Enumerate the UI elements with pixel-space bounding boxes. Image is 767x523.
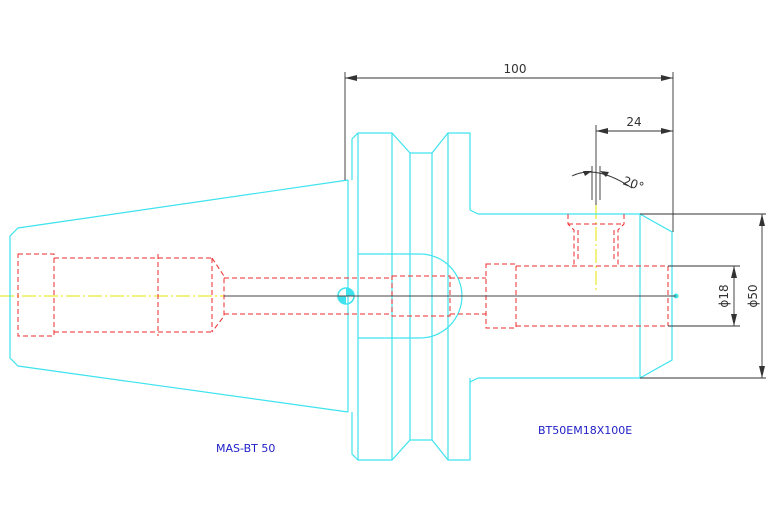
dim-angle-arrow-1 (583, 171, 592, 176)
dimension-lines (344, 72, 766, 379)
dim-24-arrow-right (661, 128, 673, 134)
dim-24-text: 24 (626, 115, 641, 129)
dim-100-arrow-left (345, 75, 357, 81)
set-screw-right (617, 214, 625, 266)
dim-angle-arrow-2 (600, 171, 609, 177)
dim-18-text: ϕ18 (717, 284, 731, 307)
dim-24-arrow-left (596, 128, 608, 134)
hidden-lines (17, 214, 669, 337)
dim-18-arrow-top (731, 266, 737, 278)
taper-shank-outline (9, 179, 349, 413)
model-code-label: BT50EM18X100E (538, 424, 632, 437)
dim-50-arrow-top (759, 214, 765, 226)
dim-100-arrow-right (661, 75, 673, 81)
flange-top-outline (351, 132, 471, 210)
center-marker-fill-2 (338, 296, 346, 304)
rear-bore-cone (211, 257, 225, 333)
dim-18-arrow-bottom (731, 314, 737, 326)
rear-counterbore (17, 253, 55, 337)
taper-standard-label: MAS-BT 50 (216, 442, 275, 455)
center-marker-fill-1 (346, 288, 354, 296)
set-screw-left (567, 214, 575, 266)
dim-angle-arc (571, 171, 633, 189)
dim-angle-text: 20° (621, 174, 646, 194)
flange-bottom-outline (351, 378, 471, 461)
dim-50-arrow-bottom (759, 366, 765, 378)
dim-100-text: 100 (504, 62, 527, 76)
dim-50-text: ϕ50 (746, 284, 760, 307)
